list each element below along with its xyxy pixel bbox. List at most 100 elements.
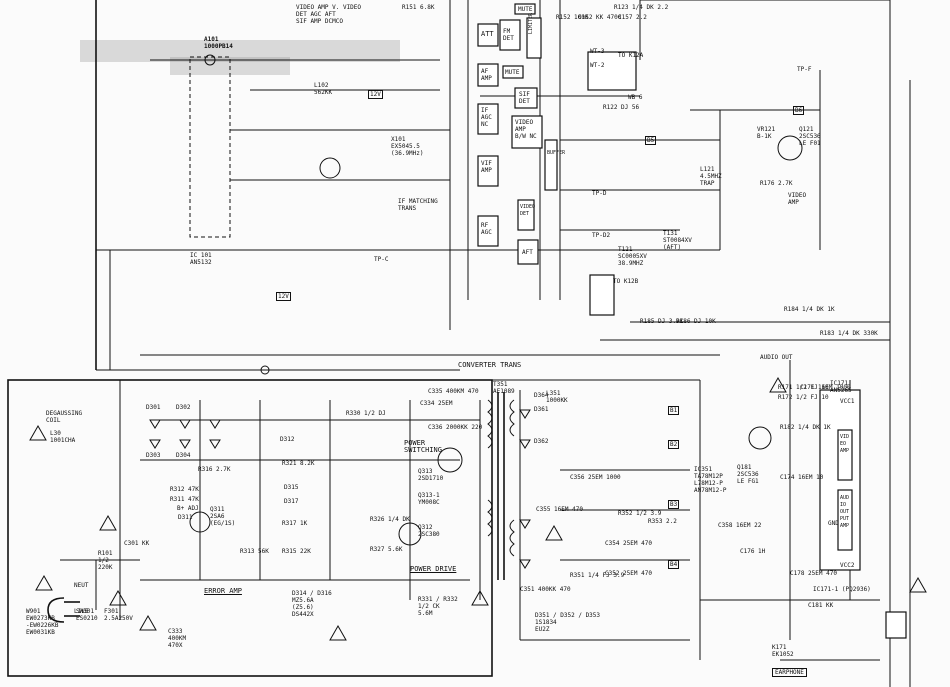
label-power-switching: POWER SWITCHING (404, 439, 442, 454)
resistor-label: R315 22K (282, 548, 311, 555)
resistor-label: R316 2.7K (198, 466, 231, 473)
test-point-b5: B5 (645, 136, 657, 145)
capacitor-label: C157 2.2 (618, 14, 647, 21)
warning-icons (29, 376, 927, 641)
capacitor-label: C355 16EM 470 (536, 506, 583, 513)
label-q313-1: Q313-1 YM008C (418, 492, 440, 506)
label-gnd: GND (828, 520, 839, 527)
label-t121: T121 SC0005XV 38.9MHZ (618, 246, 647, 267)
block-aft: AFT (522, 249, 533, 256)
diode-label: D364 (534, 392, 549, 399)
label-power-drive: POWER DRIVE (410, 565, 457, 573)
label-tp-c: TP-C (374, 256, 389, 263)
label-d351: D351 / D352 / D353 1S1834 EU2Z (535, 612, 601, 633)
label-converter-trans: CONVERTER TRANS (458, 361, 522, 369)
test-point-b3: B3 (668, 500, 680, 509)
label-r101: R101 1/2 220K (98, 550, 113, 571)
resistor-label: R311 47K (170, 496, 199, 503)
transistor-symbols (189, 54, 803, 546)
video-amp-note: VIDEO AMP V. VIDEO DET AGC AFT SIF AMP D… (296, 4, 362, 25)
capacitor-label: C171 16EM 1000 (800, 384, 851, 391)
diode-label: D361 (534, 406, 549, 413)
resistor-label: R186 DJ 10K (676, 318, 716, 325)
label-t131: T131 ST0084XV (AFT) (663, 230, 692, 251)
label-live: LIVE (74, 608, 89, 615)
capacitor-label: C301 KK (124, 540, 150, 547)
capacitor-label: C174 16EM 10 (780, 474, 824, 481)
block-rf-agc: RF AGC (481, 222, 492, 236)
capacitor-label: C336 2000KK 220 (428, 424, 483, 431)
diode-label: D315 (284, 484, 299, 491)
ac-plug (47, 597, 80, 623)
label-neut: NEUT (74, 582, 89, 589)
capacitor-label: C152 KK 4700 (578, 14, 622, 21)
label-vr121: VR121 B-1K (757, 126, 776, 140)
diode-label: D311 (178, 514, 193, 521)
capacitor-label: C335 400KM 470 (428, 388, 479, 395)
label-x101: X101 EX5045.5 (36.9MHz) (391, 136, 424, 157)
video-amp-ic-label: VIDEO AMP (840, 434, 850, 454)
label-q121: Q121 2SC536 LE F01 (799, 126, 821, 147)
diode-label: D362 (534, 438, 549, 445)
resistor-label: R176 2.7K (760, 180, 793, 187)
capacitor-label: C181 KK (808, 602, 834, 609)
diode-label: D303 (146, 452, 161, 459)
label-c333: C333 400KM 470X (168, 628, 187, 649)
resistor-label: R171 1/2 FJ 10 (778, 384, 829, 391)
resistor-label: R326 1/4 DK (370, 516, 410, 523)
label-deg-coil: DEGAUSSING COIL (46, 410, 83, 424)
label-tp-d: TP-D (592, 190, 607, 197)
label-q312: Q312 2SC380 (418, 524, 440, 538)
label-wt3: WT-3 (590, 48, 605, 55)
capacitor-label: C176 1H (740, 548, 766, 555)
label-k171: K171 EK1052 (772, 644, 794, 658)
resistor-label: R123 1/4 DK 2.2 (614, 4, 669, 11)
resistor-label: R172 1/2 FJ 10 (778, 394, 829, 401)
resistor-label: R327 5.6K (370, 546, 403, 553)
supply-rail: 12V (368, 90, 383, 99)
block-buffer: BUFFER (547, 150, 566, 156)
audio-ic-label: AUDIO OUTPUT AMP (840, 495, 850, 529)
audio-ic-sub2 (837, 489, 853, 551)
block-limiter: LIMITER (528, 12, 534, 34)
diode-label: D312 (280, 436, 295, 443)
label-l351: L351 1000KK (546, 390, 568, 404)
capacitor-label: C351 400KK 470 (520, 586, 571, 593)
label-l30: L30 1001CHA (50, 430, 76, 444)
capacitor-label: C352 25EM 470 (605, 570, 652, 577)
resistor-label: R151 6.8K (402, 4, 435, 11)
resistor-label: R152 100K (556, 14, 589, 21)
block-video-det: VIDEO DET (520, 204, 536, 217)
label-d314: D314 / D316 MZ5.6A (Z5.6) DS442X (292, 590, 332, 618)
diode-label: D302 (176, 404, 191, 411)
resistor-label: R313 56K (240, 548, 269, 555)
label-q311: Q311 2SA6 (EG/1S) (210, 506, 236, 527)
capacitor-label: C334 25EM (420, 400, 453, 407)
diode-label: D304 (176, 452, 191, 459)
label-ic171-b: IC171-1 (PQ2936) (813, 586, 871, 593)
label-q181: Q181 2SC536 LE FG1 (737, 464, 759, 485)
block-mute: MUTE (518, 6, 533, 13)
label-b-adj: B+ ADJ (177, 505, 199, 512)
capacitor-label: C354 25EM 470 (605, 540, 652, 547)
resistor-label: R317 1K (282, 520, 308, 527)
scan-smear (80, 40, 400, 62)
capacitor-label: C356 25EM 1000 (570, 474, 621, 481)
label-f301: F301 2.5A250V (104, 608, 133, 622)
label-wb6: WB 6 (628, 94, 643, 101)
test-point-b4: B4 (668, 560, 680, 569)
resistor-label: R351 1/4 FJ 3.9 (570, 572, 625, 579)
label-audio-out: AUDIO OUT (760, 354, 793, 361)
block-af-amp: AF AMP (481, 68, 492, 82)
label-l121: L121 4.5MHZ TRAP (700, 166, 722, 187)
resistor-label: R184 1/4 DK 1K (784, 306, 835, 313)
block-att: ATT (481, 30, 494, 38)
label-vcc1: VCC1 (840, 398, 855, 405)
label-q313: Q313 2SD1710 (418, 468, 444, 482)
diode-label: D301 (146, 404, 161, 411)
tuner-label: A101 1000PB14 (204, 36, 233, 50)
resistor-label: R182 1/4 DK 1K (780, 424, 831, 431)
